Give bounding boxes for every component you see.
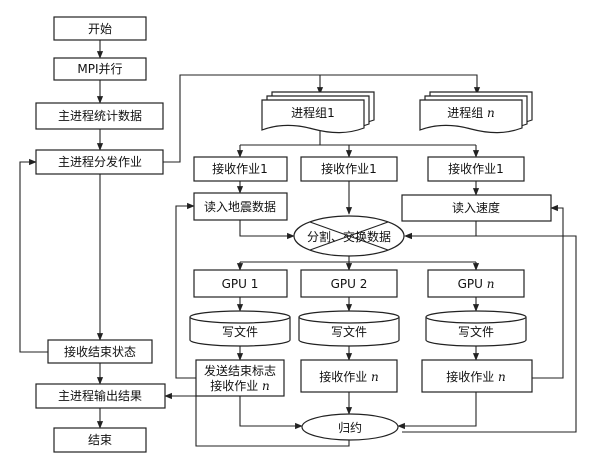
master-output-label: 主进程输出结果 [58, 388, 142, 403]
read-seismic-node: 读入地震数据 [193, 192, 288, 221]
write-file-2-label: 写文件 [331, 324, 367, 339]
receive-job-n-middle-label: 接收作业 n [319, 369, 379, 384]
write-file-1-label: 写文件 [222, 324, 258, 339]
receive-job-n-middle-index: n [371, 370, 379, 384]
receive-job-n-right-prefix: 接收作业 [446, 369, 498, 384]
process-group-n-label: 进程组 n [447, 105, 495, 120]
process-group-n-prefix: 进程组 [447, 105, 487, 120]
gpu-1-node: GPU 1 [193, 269, 288, 298]
receive-end-status-node: 接收结束状态 [47, 339, 153, 364]
gpu-n-index: n [487, 277, 495, 291]
master-dispatch-label: 主进程分发作业 [58, 154, 142, 169]
gpu-n-node: GPU n [427, 269, 525, 298]
end-node: 结束 [53, 427, 147, 453]
read-velocity-label: 读入速度 [452, 200, 500, 215]
start-node: 开始 [53, 16, 147, 41]
split-exchange-label: 分割、交换数据 [307, 229, 391, 244]
gpu-2-node: GPU 2 [300, 269, 398, 298]
receive-job-1-middle-node: 接收作业1 [300, 156, 398, 182]
master-output-node: 主进程输出结果 [35, 383, 166, 409]
send-end-flag-node: 发送结束标志 接收作业 n [195, 359, 285, 397]
receive-job-1-middle-label: 接收作业1 [321, 161, 377, 176]
receive-job-n-middle-node: 接收作业 n [300, 359, 398, 393]
master-stats-node: 主进程统计数据 [35, 102, 164, 130]
write-file-2-node: 写文件 [298, 310, 400, 347]
send-end-receive-job-prefix: 接收作业 [210, 378, 262, 393]
read-velocity-node: 读入速度 [401, 194, 552, 222]
master-stats-label: 主进程统计数据 [58, 108, 142, 123]
receive-job-n-middle-prefix: 接收作业 [319, 369, 371, 384]
write-file-3-label: 写文件 [458, 324, 494, 339]
gpu-n-prefix: GPU [458, 277, 487, 291]
receive-job-n-right-label: 接收作业 n [446, 369, 506, 384]
gpu-1-label: GPU 1 [222, 277, 259, 291]
receive-job-1-left-node: 接收作业1 [193, 156, 288, 182]
write-file-1-node: 写文件 [189, 310, 291, 347]
send-end-receive-job-n-label: 接收作业 n [210, 378, 270, 393]
receive-job-1-right-node: 接收作业1 [427, 156, 525, 182]
mpi-parallel-label: MPI并行 [77, 62, 122, 76]
reduce-label: 归约 [338, 420, 362, 435]
receive-job-1-left-label: 接收作业1 [212, 161, 268, 176]
process-group-n-index: n [487, 106, 495, 120]
master-dispatch-node: 主进程分发作业 [35, 149, 164, 175]
send-end-receive-job-index: n [262, 379, 270, 393]
end-label: 结束 [88, 433, 112, 447]
process-group-n-node: 进程组 n [419, 91, 533, 134]
send-end-flag-label: 发送结束标志 [204, 363, 276, 378]
split-exchange-node: 分割、交换数据 [293, 215, 405, 257]
receive-job-1-right-label: 接收作业1 [448, 161, 504, 176]
read-seismic-label: 读入地震数据 [204, 199, 276, 214]
gpu-n-label: GPU n [458, 277, 495, 291]
gpu-2-label: GPU 2 [331, 277, 368, 291]
start-label: 开始 [88, 22, 112, 36]
connectors [19, 40, 577, 447]
reduce-node: 归约 [301, 413, 399, 441]
mpi-parallel-node: MPI并行 [53, 57, 147, 81]
process-group-1-label: 进程组1 [291, 105, 335, 120]
process-group-1-node: 进程组1 [261, 91, 375, 134]
receive-job-n-right-node: 接收作业 n [421, 359, 533, 393]
write-file-3-node: 写文件 [425, 310, 527, 347]
receive-job-n-right-index: n [498, 370, 506, 384]
receive-end-status-label: 接收结束状态 [64, 344, 136, 359]
